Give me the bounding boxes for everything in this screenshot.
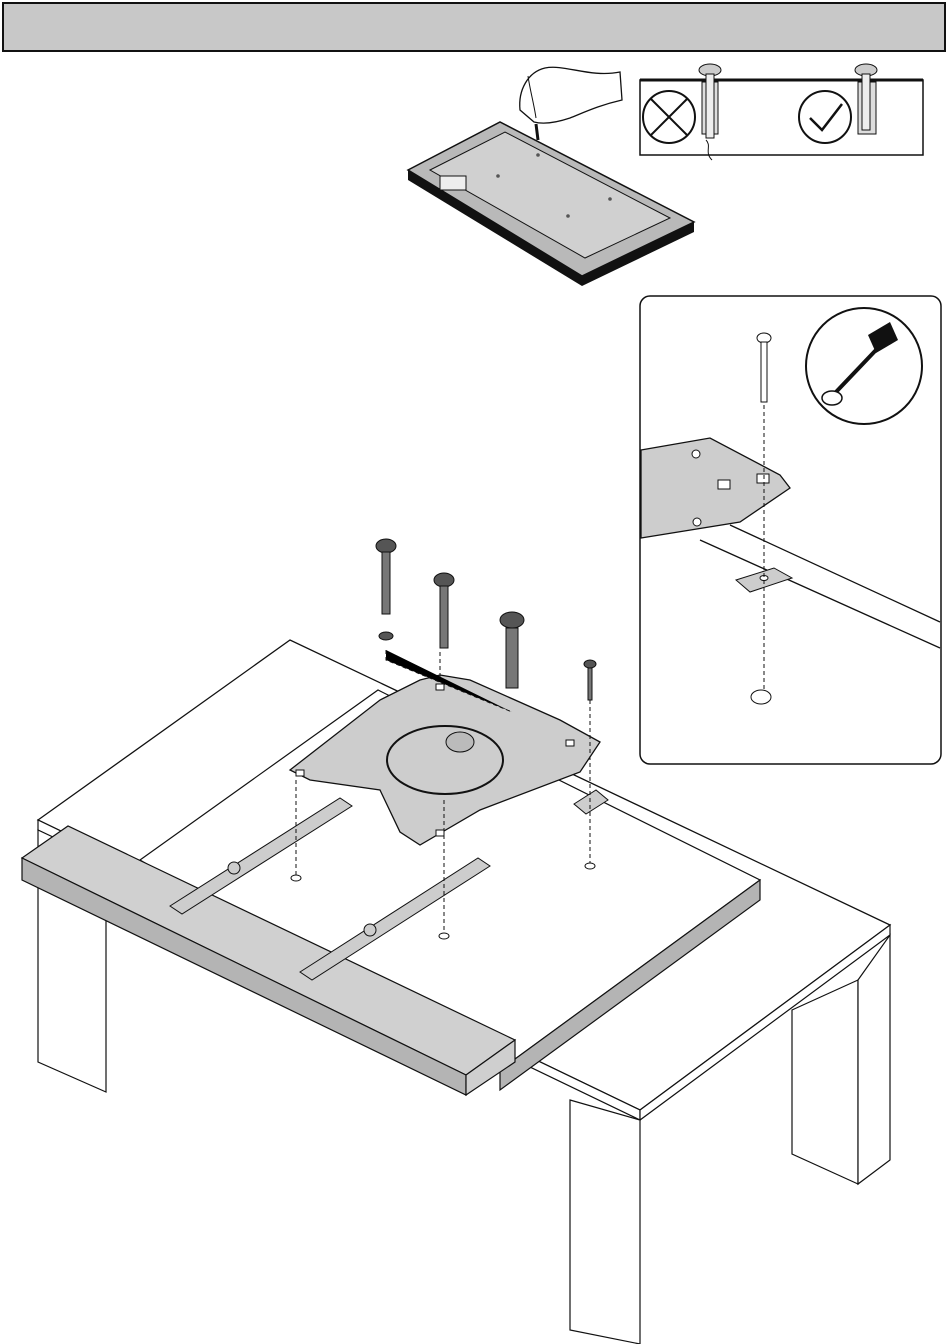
screw-3 <box>500 612 524 688</box>
screw-1 <box>376 539 396 640</box>
screw-4 <box>584 660 596 700</box>
screw-depth-incorrect-correct-comparison <box>640 64 923 160</box>
screw-2 <box>434 573 454 648</box>
detail-inset-screw-and-spacer <box>640 296 941 764</box>
